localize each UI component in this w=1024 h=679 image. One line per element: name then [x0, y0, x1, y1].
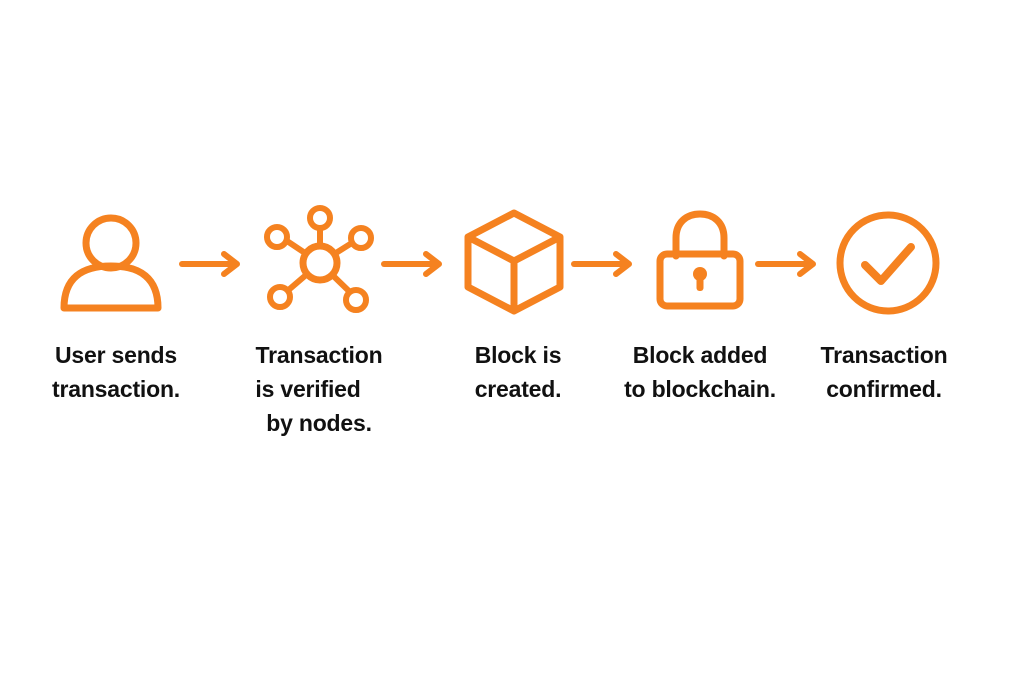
- step-3-label: Block is created.: [418, 338, 618, 406]
- step-4-label: Block added to blockchain.: [600, 338, 800, 406]
- step-5-label-line-1: Transaction: [820, 342, 948, 368]
- step-2-label-line-3: by nodes.: [266, 410, 372, 436]
- step-1-label-line-2: transaction.: [52, 376, 180, 402]
- user-icon: [58, 208, 168, 318]
- step-1-label: User sends transaction.: [16, 338, 216, 406]
- step-3-label-line-1: Block is: [474, 342, 562, 368]
- step-4-label-line-2: to blockchain.: [624, 376, 776, 402]
- arrow-3: [571, 250, 634, 280]
- padlock-icon: [654, 208, 746, 312]
- step-4-label-line-1: Block added: [632, 342, 768, 368]
- network-nodes-icon: [260, 203, 380, 315]
- step-2-label-line-1: Transaction: [255, 342, 383, 368]
- step-3-label-line-2: created.: [474, 376, 562, 402]
- step-1-label-line-1: User sends: [54, 342, 177, 368]
- arrow-4: [755, 250, 818, 280]
- arrow-1: [179, 250, 242, 280]
- cube-block-icon: [462, 207, 566, 319]
- check-circle-icon: [834, 207, 944, 319]
- step-5-label: Transaction confirmed.: [784, 338, 984, 406]
- arrow-2: [381, 250, 444, 280]
- step-2-label: Transaction is verified by nodes.: [219, 338, 419, 440]
- step-5-label-line-2: confirmed.: [826, 376, 942, 402]
- step-2-label-line-2: is verified: [255, 376, 361, 402]
